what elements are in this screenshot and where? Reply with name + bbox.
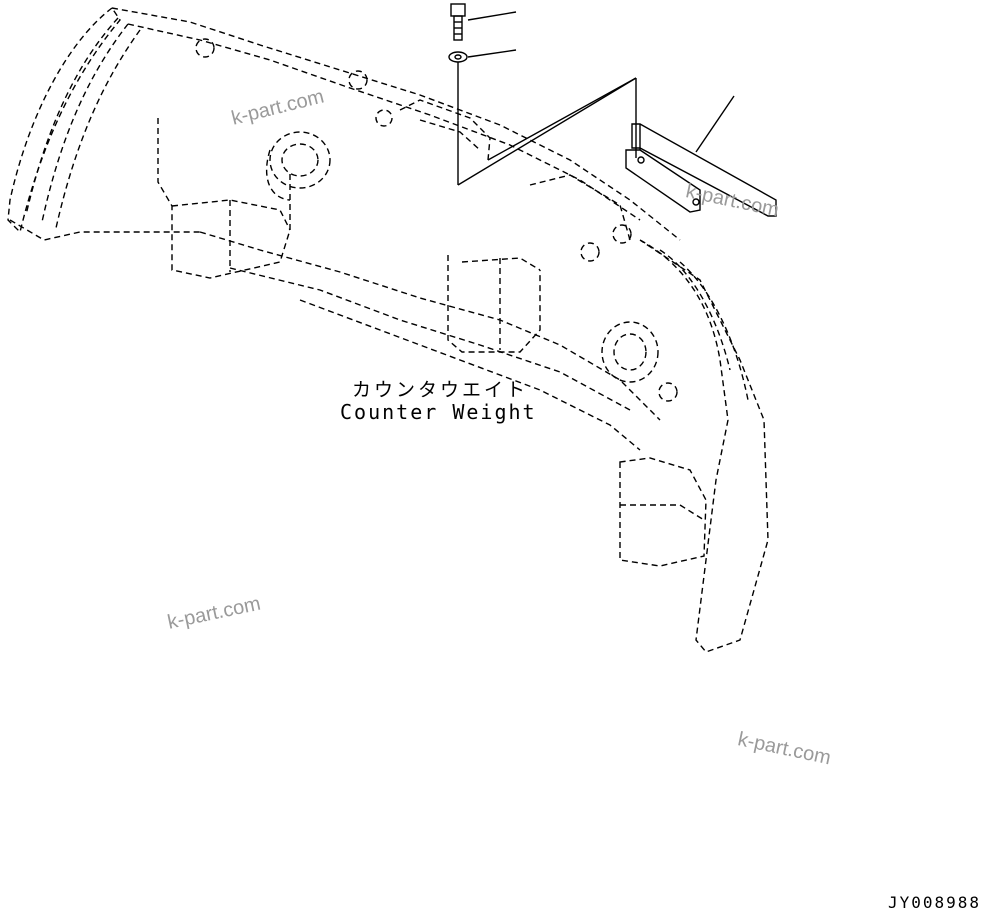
counterweight-left-end <box>7 6 121 234</box>
counterweight-label-en: Counter Weight <box>340 400 537 424</box>
bolt-leader-line <box>467 11 517 21</box>
lower-block-right <box>619 457 707 567</box>
lift-block-left <box>157 118 291 279</box>
washer-icon <box>448 51 468 63</box>
drawing-code: JY008988 <box>887 893 981 912</box>
counterweight-right-end <box>639 239 769 653</box>
bolt-icon <box>450 3 466 41</box>
counterweight-top-edge <box>111 7 681 241</box>
bracket-plate-icon <box>625 123 777 217</box>
bracket-leader-line <box>695 95 735 153</box>
washer-leader-line <box>467 49 517 58</box>
lift-block-right <box>447 255 541 353</box>
counterweight-label-jp: カウンタウエイト <box>352 379 529 401</box>
